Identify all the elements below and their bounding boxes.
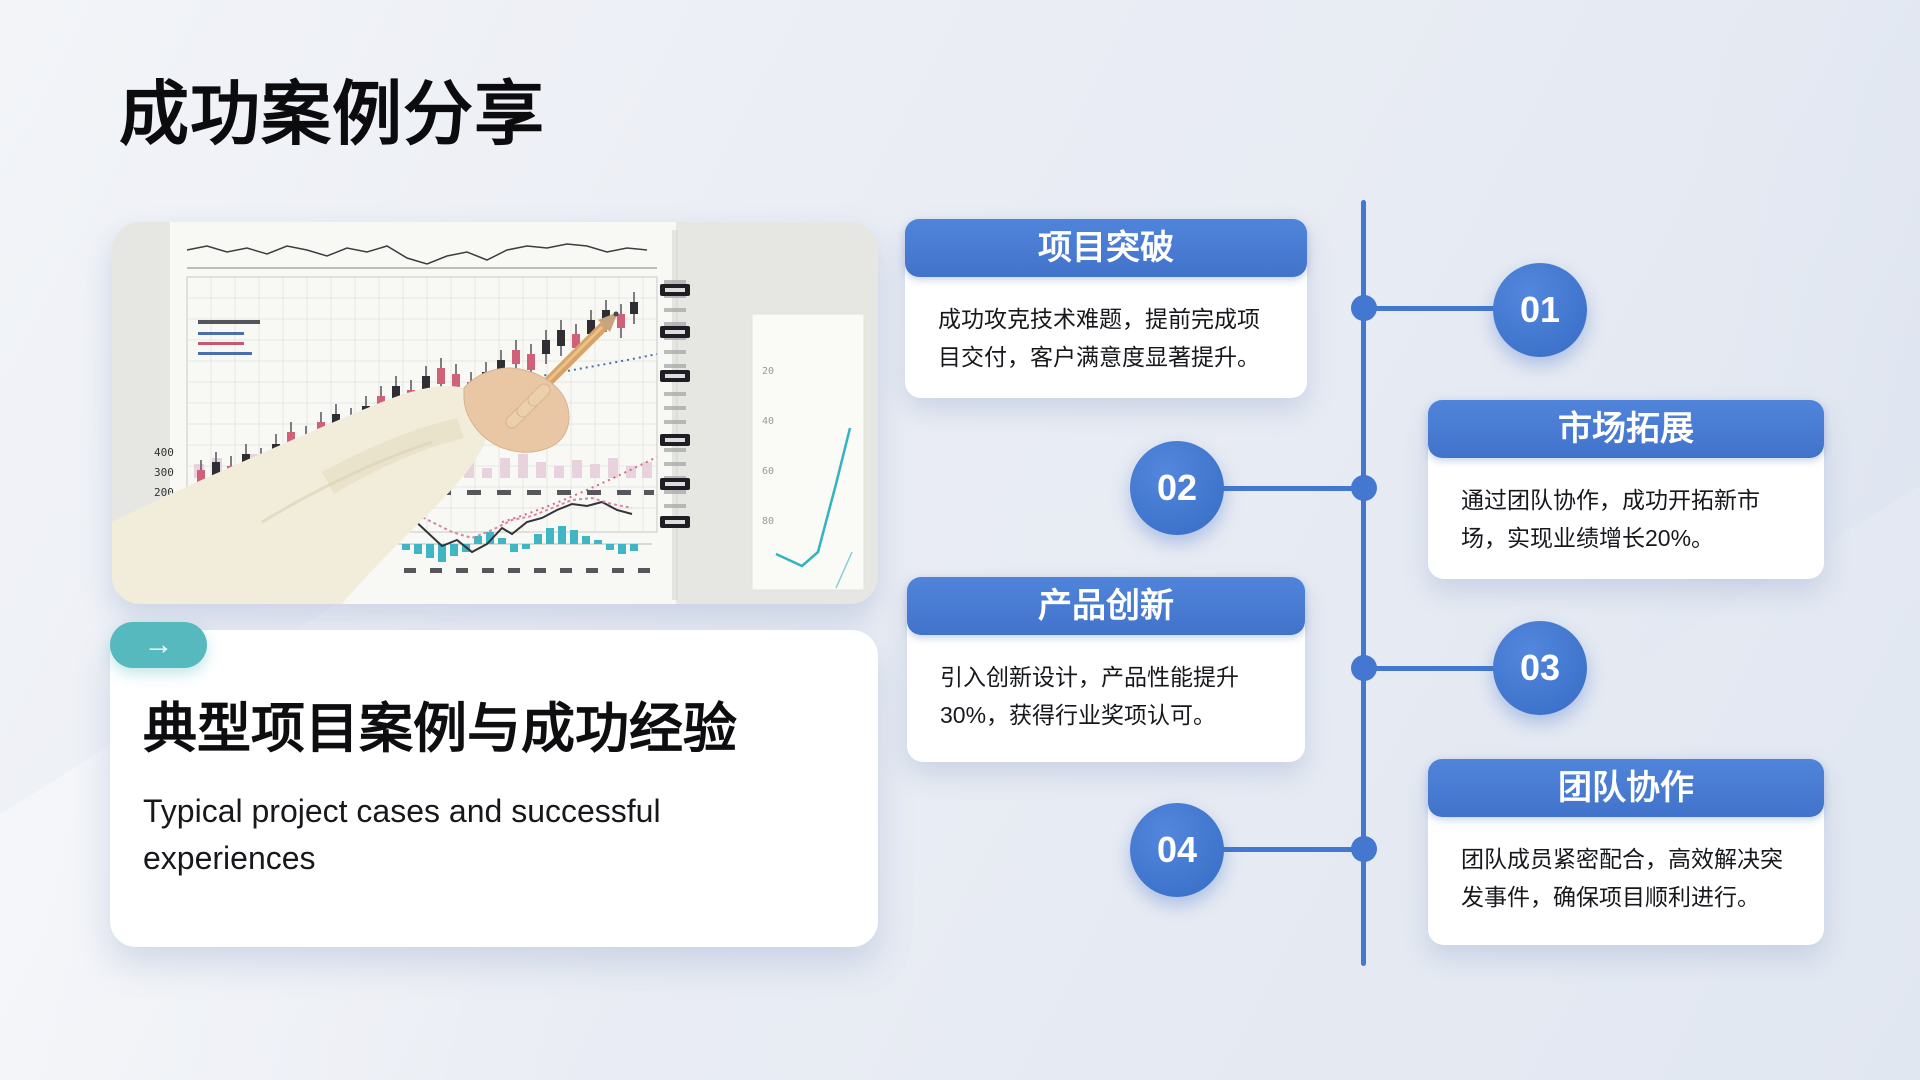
step-card-title: 团队协作 [1428,759,1824,817]
timeline-connector-3 [1366,666,1496,671]
page-title: 成功案例分享 [119,75,545,153]
step-number-04: 04 [1130,803,1224,897]
step-number-label: 04 [1156,829,1198,870]
svg-text:40: 40 [762,416,774,427]
case-photo: 400 300 200 100 [112,222,878,604]
svg-text:60: 60 [762,466,774,477]
side-sheet: 20 40 60 80 [751,313,865,591]
step-card-4: 团队协作 团队成员紧密配合，高效解决突发事件，确保项目顺利进行。 [1428,759,1824,945]
step-card-1: 项目突破 成功攻克技术难题，提前完成项目交付，客户满意度显著提升。 [905,219,1307,398]
step-card-description: 通过团队协作，成功开拓新市场，实现业绩增长20%。 [1461,487,1760,551]
price-axis [660,280,690,528]
step-number-label: 02 [1156,467,1198,508]
stock-chart-photo: 400 300 200 100 [112,222,878,604]
step-number-label: 03 [1519,647,1561,688]
intro-title: 典型项目案例与成功经验 [143,699,737,759]
timeline-line [1361,200,1366,966]
arrow-icon: → [110,622,207,668]
svg-text:80: 80 [762,516,774,527]
hand [463,367,570,453]
step-card-3: 产品创新 引入创新设计，产品性能提升30%，获得行业奖项认可。 [907,577,1305,762]
arrow-glyph: → [143,628,174,661]
step-number-01: 01 [1493,263,1587,357]
oscillator-panel [398,496,652,573]
intro-subtitle: Typical project cases and successful exp… [143,793,661,876]
svg-text:400: 400 [154,446,174,459]
step-card-title: 市场拓展 [1428,400,1824,458]
step-card-title: 项目突破 [905,219,1307,277]
step-number-02: 02 [1130,441,1224,535]
step-number-03: 03 [1493,621,1587,715]
sleeve [112,385,491,604]
svg-text:300: 300 [154,466,174,479]
intro-card [110,630,878,947]
step-card-title: 产品创新 [907,577,1305,635]
step-card-description: 成功攻克技术难题，提前完成项目交付，客户满意度显著提升。 [938,306,1260,370]
step-card-2: 市场拓展 通过团队协作，成功开拓新市场，实现业绩增长20%。 [1428,400,1824,579]
timeline-connector-4 [1222,847,1363,852]
timeline-connector-2 [1222,486,1363,491]
step-number-label: 01 [1519,289,1561,330]
svg-text:20: 20 [762,366,774,377]
step-card-description: 团队成员紧密配合，高效解决突发事件，确保项目顺利进行。 [1461,846,1783,910]
timeline-connector-1 [1366,306,1496,311]
step-card-description: 引入创新设计，产品性能提升30%，获得行业奖项认可。 [940,664,1239,728]
